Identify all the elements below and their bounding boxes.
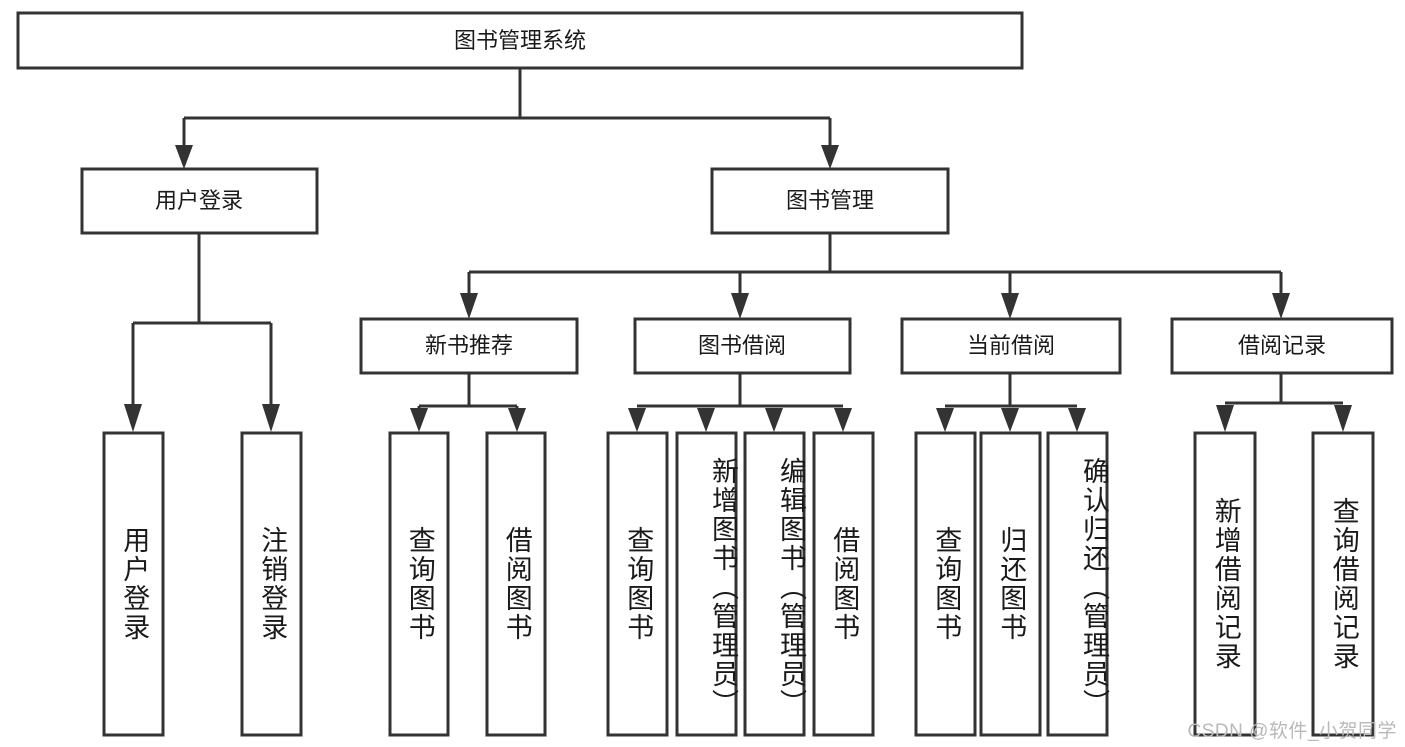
node-box-book-management[interactable] (710, 167, 950, 235)
arrow-head-bb-leaf-2 (697, 408, 715, 432)
arrow-head-br-leaf-2 (1334, 405, 1352, 432)
arrow-head-bb-leaf-1 (628, 408, 646, 432)
arrow-head-bb-leaf-3 (765, 408, 783, 432)
connector-group-book-borrow (628, 373, 852, 432)
node-box-leaf-edit-book[interactable] (743, 431, 806, 737)
node-box-leaf-borrow-book-bb[interactable] (812, 431, 875, 737)
arrow-head-book-mgmt (821, 145, 839, 169)
connector-group-user-login (124, 233, 280, 432)
arrow-head-cb-leaf-2 (1001, 408, 1019, 432)
arrow-head-borrow-record (1272, 293, 1290, 319)
node-box-user-login[interactable] (80, 167, 319, 235)
node-box-book-borrow[interactable] (633, 317, 852, 375)
connector-group-current-borrow (936, 373, 1086, 432)
node-box-leaf-confirm-return[interactable] (1046, 431, 1109, 737)
node-box-leaf-query-record[interactable] (1311, 431, 1375, 737)
arrow-head-user-login (175, 145, 193, 169)
node-label-user-login: 用户登录 (155, 188, 243, 213)
node-label-book-management: 图书管理 (786, 188, 874, 213)
connector-group-borrow-record (1216, 373, 1352, 432)
node-box-leaf-query-book-nb[interactable] (388, 431, 450, 737)
node-box-new-book-recommend[interactable] (359, 317, 579, 375)
node-label-current-borrow: 当前借阅 (967, 333, 1055, 358)
connector-group-new-books (410, 373, 526, 432)
arrow-head-cb-leaf-3 (1068, 408, 1086, 432)
node-label-new-book-recommend: 新书推荐 (425, 333, 513, 358)
arrow-head-br-leaf-1 (1216, 405, 1234, 432)
node-box-leaf-logout[interactable] (240, 431, 303, 737)
node-box-root[interactable] (16, 11, 1024, 70)
arrow-head-book-borrow (731, 293, 749, 319)
node-box-leaf-query-book-bb[interactable] (606, 431, 669, 737)
node-label-root: 图书管理系统 (454, 28, 586, 53)
arrow-head-bb-leaf-4 (834, 408, 852, 432)
connector-group-root (175, 68, 839, 169)
node-box-leaf-add-record[interactable] (1193, 431, 1257, 737)
node-box-leaf-return-book[interactable] (979, 431, 1042, 737)
arrow-head-cb-leaf-1 (936, 408, 954, 432)
node-label-book-borrow: 图书借阅 (698, 333, 786, 358)
arrow-head-nb-leaf-1 (410, 408, 428, 432)
arrow-head-new-books (460, 293, 478, 319)
arrow-head-nb-leaf-2 (508, 408, 526, 432)
connector-group-book-mgmt (460, 233, 1290, 319)
node-box-leaf-add-book[interactable] (675, 431, 738, 737)
node-label-borrow-record: 借阅记录 (1238, 333, 1326, 358)
node-box-leaf-borrow-book-nb[interactable] (485, 431, 547, 737)
arrow-head-ul-leaf-2 (262, 404, 280, 432)
node-box-leaf-query-book-cb[interactable] (914, 431, 977, 737)
node-box-current-borrow[interactable] (900, 317, 1122, 375)
node-box-leaf-user-login[interactable] (102, 431, 165, 737)
arrow-head-current-borrow (1001, 293, 1019, 319)
node-box-borrow-record[interactable] (1170, 317, 1394, 375)
arrow-head-ul-leaf-1 (124, 404, 142, 432)
watermark-text: CSDN @软件_小贺同学 (1187, 721, 1397, 742)
